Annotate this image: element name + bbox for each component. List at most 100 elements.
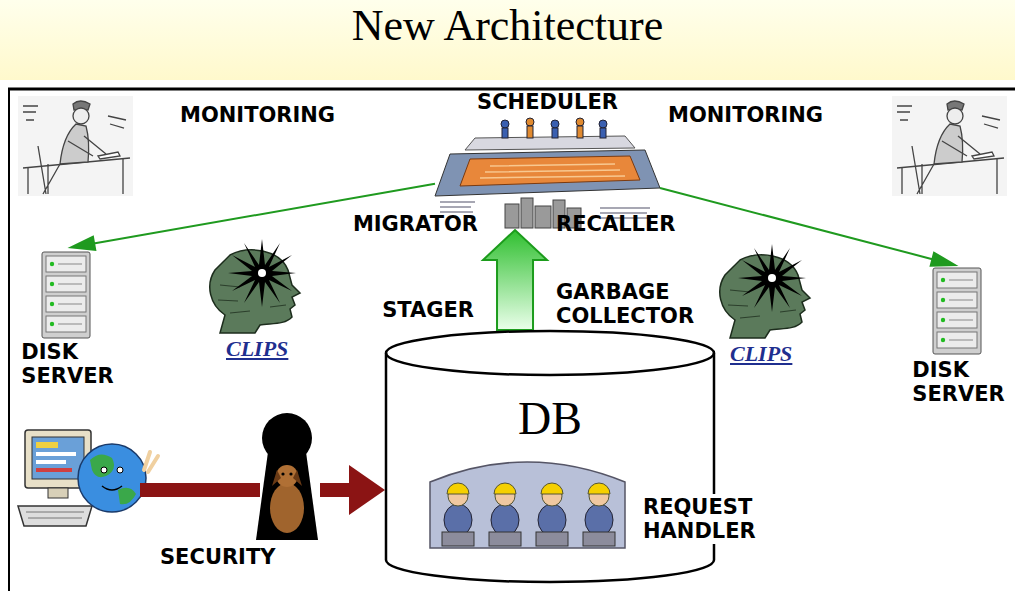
scheduler-picture-part-part: [577, 126, 583, 138]
client-globe-part: [144, 452, 158, 472]
disk-server-icon-part: [949, 280, 973, 281]
disk-server-icon: [42, 252, 90, 338]
security-keyhole-part: [281, 472, 284, 475]
disk-server-icon-part: [58, 284, 82, 285]
monitoring-figure-part: [892, 96, 1007, 196]
disk-server-icon-part: [941, 338, 945, 342]
frame-lines: [8, 89, 1015, 591]
request-handler-workers-part-part: [538, 504, 566, 536]
node-label: SCHEDULER: [441, 90, 654, 114]
disk-server-icon-part: [50, 282, 54, 286]
client-globe: [78, 444, 158, 512]
client-computer-part: [36, 452, 76, 456]
security-keyhole-part: [289, 472, 292, 475]
disk-server-icon-part: [933, 268, 981, 354]
disk-server-icon-part: [58, 264, 82, 265]
scheduler-picture-part-part: [502, 128, 508, 138]
disk-server-icon-part: [941, 318, 945, 322]
scheduler-arrow: [660, 187, 959, 267]
disk-server-icon-part: [46, 316, 86, 332]
security-keyhole: [256, 413, 318, 540]
request-handler-workers-part-part: [444, 504, 472, 536]
scheduler-picture-part-part: [600, 128, 606, 138]
monitoring-figure-part: [897, 106, 1000, 128]
stager-label: STAGER: [382, 298, 474, 322]
security-keyhole-part: [270, 483, 304, 533]
scheduler-picture-part: [435, 150, 660, 196]
client-computer-part: [36, 460, 66, 464]
clips-head: [720, 244, 810, 338]
node-label: DISK SERVER: [21, 340, 113, 388]
monitoring-figure-part: [18, 96, 133, 196]
disk-server-icon-part: [42, 252, 90, 338]
disk-server-icon-part: [941, 298, 945, 302]
request-handler-workers-part-part: [585, 504, 613, 536]
monitoring-figure-part: [60, 124, 89, 164]
disk-server-icon-part: [58, 324, 82, 325]
monitoring-figure: [892, 96, 1007, 196]
scheduler-picture-part-part: [535, 206, 551, 228]
monitoring-figure-part: [912, 146, 934, 194]
request-handler-workers-part: [442, 532, 615, 546]
monitoring-figure-part: [23, 106, 126, 128]
cylinder-side: [386, 353, 714, 582]
monitoring-figure: [18, 96, 133, 196]
disk-server-icon-part: [949, 340, 973, 341]
disk-server-icon-part: [50, 322, 54, 326]
client-computer-part: [48, 488, 68, 498]
garbage-collector-label: GARBAGE COLLECTOR: [556, 280, 694, 328]
scheduler-picture: [435, 118, 660, 228]
frame-lines-part: [8, 89, 10, 591]
disk-server-icon-part: [949, 300, 973, 301]
disk-server-icon-part: [58, 304, 82, 305]
monitoring-figure-part: [73, 108, 89, 124]
request-handler-workers-part-part: [491, 504, 519, 536]
scheduler-picture-part-part: [527, 126, 533, 138]
node-label: DB: [518, 392, 582, 445]
scheduler-picture-part-part: [501, 120, 509, 128]
request-handler-workers-part-part: [447, 483, 469, 494]
request-handler-workers-part-part: [583, 532, 615, 546]
node-label: DISK SERVER: [912, 358, 1004, 406]
disk-server-icon-part: [46, 296, 86, 312]
request-handler-workers-part-part: [541, 483, 563, 494]
clips-head-part: [228, 239, 296, 307]
migrator-label: MIGRATOR: [353, 212, 478, 236]
request-handler-workers-part-part: [536, 532, 568, 546]
disk-server-icon-part: [937, 312, 977, 328]
disk-server-icon-part: [50, 302, 54, 306]
scheduler-picture-part-part: [552, 128, 558, 138]
monitoring-label: MONITORING: [668, 103, 823, 127]
client-globe-part: [102, 486, 122, 490]
client-computer-part: [32, 437, 84, 479]
client-globe-part: [78, 444, 146, 512]
request-handler-workers-part: [444, 483, 613, 536]
client-computer-part: [18, 506, 92, 526]
request-handler-workers-part-part: [489, 532, 521, 546]
security-arrow-shaft: [140, 483, 260, 497]
scheduler-picture-part-part: [599, 120, 607, 128]
disk-server-icon-part: [941, 278, 945, 282]
cylinder-top: [386, 331, 714, 375]
clips-head: [210, 239, 300, 333]
scheduler-picture-part: [465, 136, 635, 150]
scheduler-picture-part: [501, 118, 607, 138]
disk-server-icon-part: [50, 262, 54, 266]
monitoring-figure-part: [68, 136, 106, 156]
clips-head-part: [738, 244, 806, 312]
monitoring-figure-part: [98, 152, 120, 159]
monitoring-figure-part: [28, 159, 123, 194]
title-band: New Architecture: [0, 0, 1015, 80]
client-globe-part: [90, 454, 136, 504]
client-computer-part: [36, 442, 58, 448]
disk-server: DISK SERVER: [905, 266, 1012, 406]
clips-logo-text: CLIPS: [226, 336, 288, 362]
disk-server-icon-part: [949, 320, 973, 321]
security-keyhole-part: [272, 470, 302, 486]
disk-server-icon-part: [46, 276, 86, 292]
monitoring-figure-part: [38, 146, 60, 194]
monitoring-figure-part: [902, 159, 997, 194]
clips-head-part: [258, 269, 266, 277]
